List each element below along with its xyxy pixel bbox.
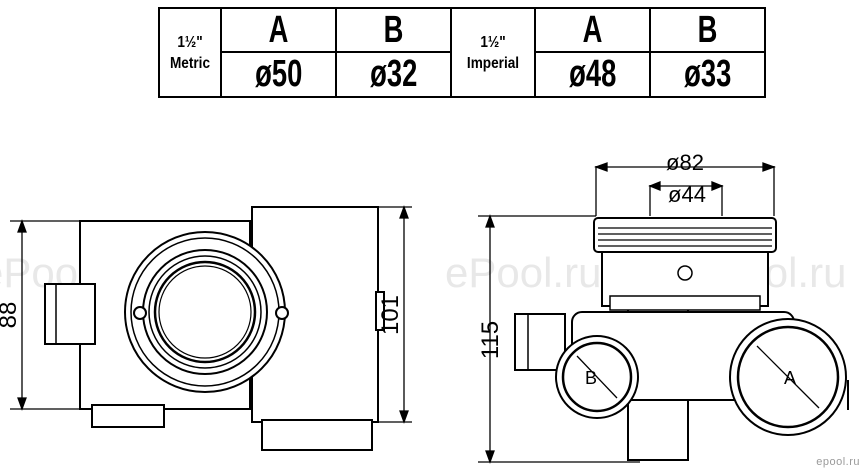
top-view-right-port <box>261 419 373 451</box>
imperial-col-b-header: B <box>649 7 766 53</box>
port-b-label: B <box>585 368 597 388</box>
dim-101 <box>378 205 412 424</box>
dim-middle-height: 101 <box>377 295 404 335</box>
top-view-bottom-port <box>91 404 165 428</box>
screw-icon <box>677 265 693 281</box>
dim-outer-diameter: ø82 <box>666 150 704 175</box>
metric-a-value: ø50 <box>220 51 337 98</box>
imperial-size: 1½" <box>480 33 506 51</box>
bolt-icon-left <box>133 306 147 320</box>
side-view-cap <box>593 217 777 253</box>
imperial-size-cell: 1½" Imperial <box>450 7 536 98</box>
side-view <box>514 217 849 461</box>
watermark-3: ePool.ru <box>445 249 601 296</box>
dim-88 <box>10 219 82 411</box>
side-view-left-port <box>514 313 566 371</box>
top-view <box>44 206 385 451</box>
imperial-label: Imperial <box>466 54 520 72</box>
dim-diameters <box>594 162 776 216</box>
metric-col-b-header: B <box>335 7 452 53</box>
dim-inner-diameter: ø44 <box>668 182 706 207</box>
top-view-side-port <box>44 283 96 345</box>
imperial-b-value: ø33 <box>649 51 766 98</box>
metric-size-cell: 1½" Metric <box>158 7 222 98</box>
port-a-label: A <box>784 368 796 388</box>
dim-left-height: 88 <box>0 302 22 329</box>
bolt-icon-right <box>275 306 289 320</box>
metric-size: 1½" <box>177 33 203 51</box>
dim-right-height: 115 <box>477 321 504 359</box>
metric-col-a-header: A <box>220 7 337 53</box>
imperial-col-a-header: A <box>534 7 651 53</box>
imperial-a-value: ø48 <box>534 51 651 98</box>
top-view-right-stub <box>375 291 385 331</box>
metric-label: Metric <box>169 54 211 72</box>
site-logo: epool.ru <box>816 456 860 468</box>
dimension-spec-table: 1½" Metric A B 1½" Imperial A B ø50 ø32 … <box>158 7 766 98</box>
metric-b-value: ø32 <box>335 51 452 98</box>
dim-115 <box>478 214 640 464</box>
